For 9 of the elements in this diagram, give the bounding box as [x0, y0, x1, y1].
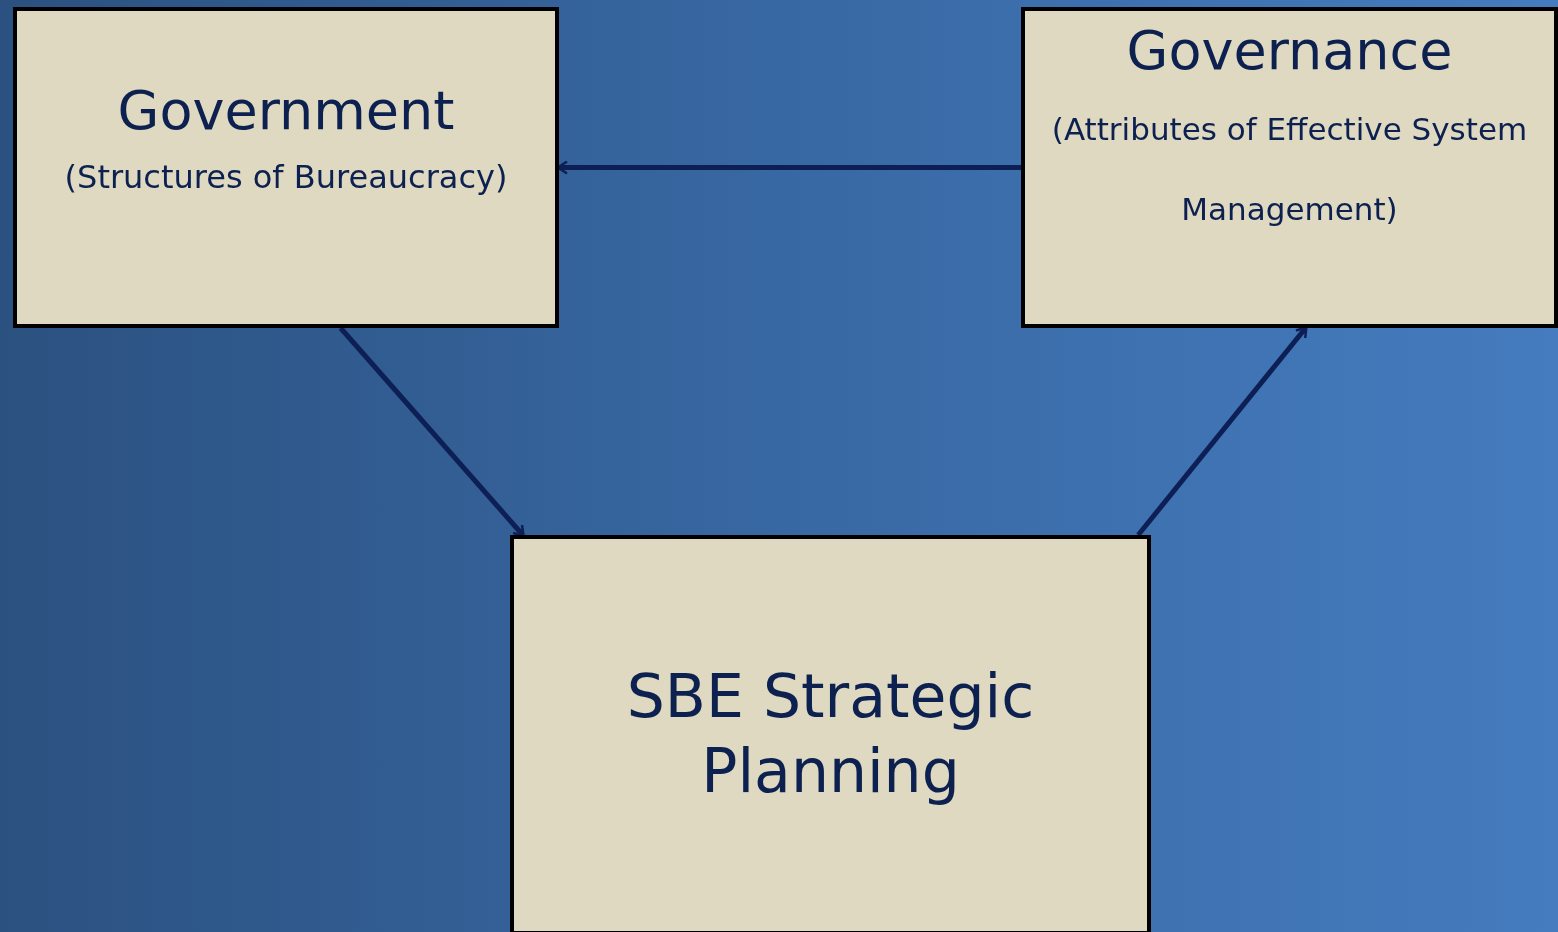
concept-box: [510, 535, 1151, 932]
box-heading: SBE Strategic Planning: [625, 660, 1036, 808]
box-subtitle: (Structures of Bureaucracy): [64, 156, 508, 198]
arrow: [338, 326, 525, 537]
box-heading: Governance: [1126, 18, 1453, 84]
box-subtitle: (Attributes of Effective System Management): [1050, 109, 1529, 230]
concept-box: [1021, 7, 1558, 328]
box-heading: Government: [117, 78, 455, 144]
concept-box: [13, 7, 559, 328]
